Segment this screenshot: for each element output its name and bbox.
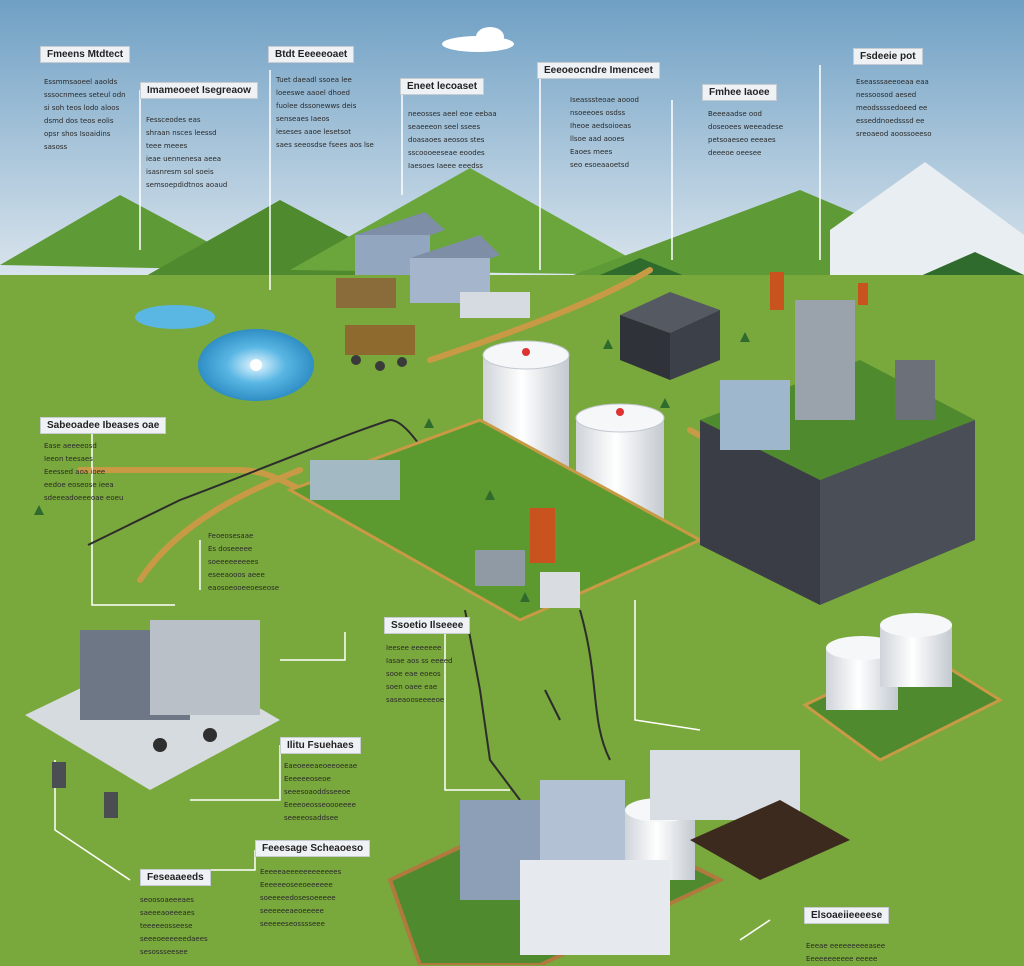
left-processing-unit xyxy=(25,620,280,818)
callout-title-10: Ssoetio Ilseeee xyxy=(384,617,471,634)
callout-body-5: Iseasssteoae aoood nsoeeoes osdss Iheoe … xyxy=(570,96,639,169)
callout-title-7: Fsdeeie pot xyxy=(853,48,923,65)
callout-body-2: Fessceodes eas shraan nsces leessd teee … xyxy=(146,116,228,189)
center-platform xyxy=(286,418,704,622)
callout-title-13: Feeesage Scheaoeso xyxy=(255,840,371,857)
callout-title-4: Eneet lecoaset xyxy=(400,78,485,95)
control-building xyxy=(620,292,720,380)
callout-title-14: Elsoaeiieeeese xyxy=(804,907,890,924)
processing-machinery xyxy=(336,212,530,371)
power-plant xyxy=(700,272,975,605)
callout-body-12: seoosoaeeeaes saeeeaoeeeaes teeeeeossees… xyxy=(140,896,208,956)
callout-title-12: Feseaaeeds xyxy=(140,869,211,886)
callout-body-10: Ieesee eeeeeee Iasae aos ss eeeed sooe e… xyxy=(386,644,453,704)
trees xyxy=(34,332,750,602)
callout-title-11: Ilitu Fsuehaes xyxy=(280,737,361,754)
callout-body-9: Feoeosesaae Es doseeeee soeeeeeeeees ese… xyxy=(208,532,280,592)
cloud-icon xyxy=(442,27,514,52)
callout-title-6: Fmhee Iaoee xyxy=(702,84,777,101)
callout-body-3: Tuet daeadl ssoea lee loeeswe aaoel dhoe… xyxy=(276,76,374,149)
callout-body-4: neeosses aeel eoe eebaa seaeeeon seel ss… xyxy=(408,110,497,170)
callout-title-8: Sabeoadee Ibeases oae xyxy=(40,417,167,434)
callout-body-1: Essmmsaoeel aaolds sssocnmees seteul odn… xyxy=(44,78,126,151)
callout-body-13: Eeeeeaeeeeeeeeeeees Eeeeeeoseeoeeeeee so… xyxy=(260,868,342,928)
bottom-factory xyxy=(387,750,850,965)
callout-body-11: Eaeoeeeaeoeeoeeae Eeeeeeoseoe seeesoaodd… xyxy=(284,762,358,822)
callout-title-2: Imameoeet Isegreaow xyxy=(140,82,258,99)
callout-body-14: Eeeae eeeeeeeeeasee Eeeeeeeeeee eeeee xyxy=(806,942,886,963)
connector-lines xyxy=(54,65,821,941)
callout-title-1: Fmeens Mtdtect xyxy=(40,46,131,63)
small-tanks xyxy=(802,613,1004,762)
water-pond xyxy=(135,305,314,401)
callout-body-7: Eseasssaeeoeaa eaa nessoosod aesed meods… xyxy=(856,78,932,138)
callout-title-3: Btdt Eeeeeoaet xyxy=(268,46,355,63)
callout-body-8: Ease aeeeeosd Ieeon teesaes Eeessed aoa … xyxy=(44,442,124,502)
callout-title-5: Eeeoeocndre Imenceet xyxy=(537,62,660,79)
callout-body-6: Beeeaadse ood doseoees weeeadese petsoae… xyxy=(708,110,784,157)
